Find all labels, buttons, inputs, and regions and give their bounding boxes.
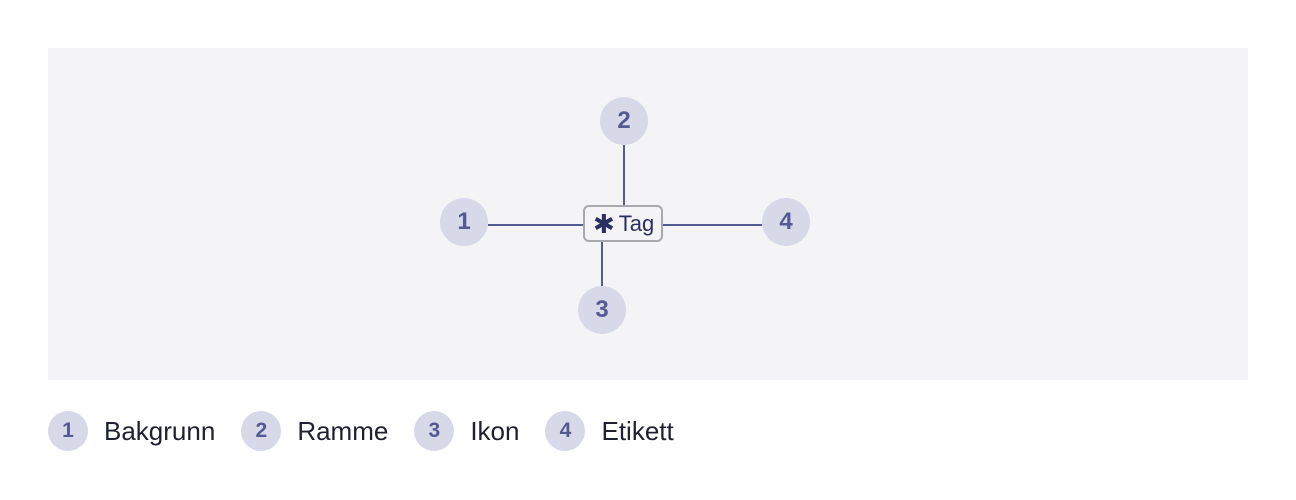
legend-label: Ikon (470, 415, 520, 446)
legend-badge: 4 (545, 411, 586, 451)
tag-example: ✱ Tag (583, 205, 663, 242)
legend-item-etikett: 4 Etikett (545, 411, 674, 451)
marker-1: 1 (440, 198, 488, 246)
marker-4: 4 (762, 198, 810, 246)
legend-label: Bakgrunn (104, 415, 216, 446)
legend: 1 Bakgrunn 2 Ramme 3 Ikon 4 Etikett (48, 410, 700, 452)
legend-label: Ramme (297, 415, 389, 446)
marker-2: 2 (600, 97, 648, 145)
legend-badge: 2 (241, 411, 282, 451)
tag-label: Tag (618, 210, 655, 236)
legend-item-bakgrunn: 1 Bakgrunn (48, 411, 215, 451)
legend-badge: 1 (48, 411, 88, 451)
marker-3: 3 (578, 286, 626, 334)
asterisk-icon: ✱ (593, 208, 615, 239)
legend-item-ramme: 2 Ramme (241, 411, 388, 451)
legend-label: Etikett (601, 415, 674, 446)
legend-badge: 3 (414, 411, 455, 451)
legend-item-ikon: 3 Ikon (414, 411, 519, 451)
